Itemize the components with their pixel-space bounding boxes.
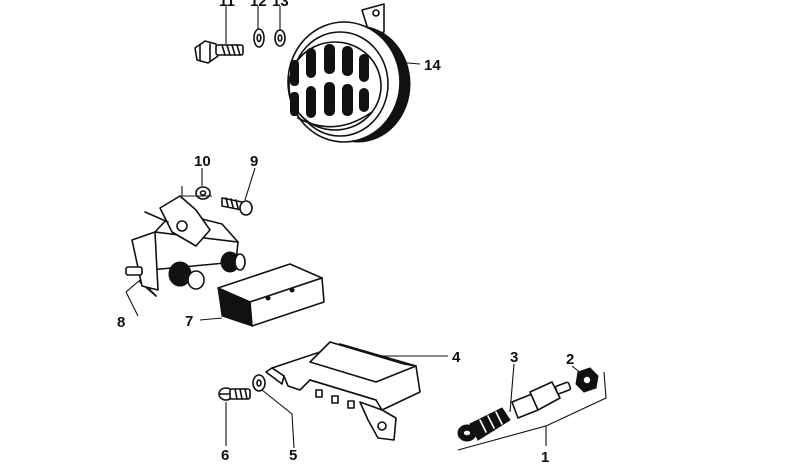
connector-part-1: [511, 381, 572, 419]
screw-part-6: [218, 387, 251, 401]
callout-14: 14: [424, 57, 441, 74]
callout-2: 2: [566, 351, 574, 368]
callout-1: 1: [541, 449, 549, 466]
callout-6: 6: [221, 447, 229, 464]
callout-13: 13: [272, 0, 289, 10]
callout-11: 11: [219, 0, 235, 10]
relay-part-7: [217, 263, 325, 327]
horn-lockwasher-part-13: [274, 29, 286, 47]
callout-7: 7: [185, 313, 193, 330]
washer-part-5: [252, 374, 266, 392]
callout-12: 12: [250, 0, 267, 10]
relay-washer-part-10: [195, 186, 211, 200]
relay-bracket-part-8: [125, 195, 246, 297]
grommet-part-3: [457, 407, 511, 442]
leader-lines: [125, 5, 607, 451]
callout-10: 10: [194, 153, 211, 170]
relay-screw-part-9: [221, 197, 253, 216]
callout-8: 8: [117, 314, 125, 331]
horn-washer-part-12: [253, 28, 265, 48]
horn-part-14: [287, 3, 411, 143]
horn-bolt-part-11: [194, 40, 244, 64]
callout-5: 5: [289, 447, 297, 464]
callout-4: 4: [452, 349, 461, 366]
mounting-bracket-part-4: [265, 341, 421, 441]
callout-3: 3: [510, 349, 518, 366]
callout-9: 9: [250, 153, 258, 170]
